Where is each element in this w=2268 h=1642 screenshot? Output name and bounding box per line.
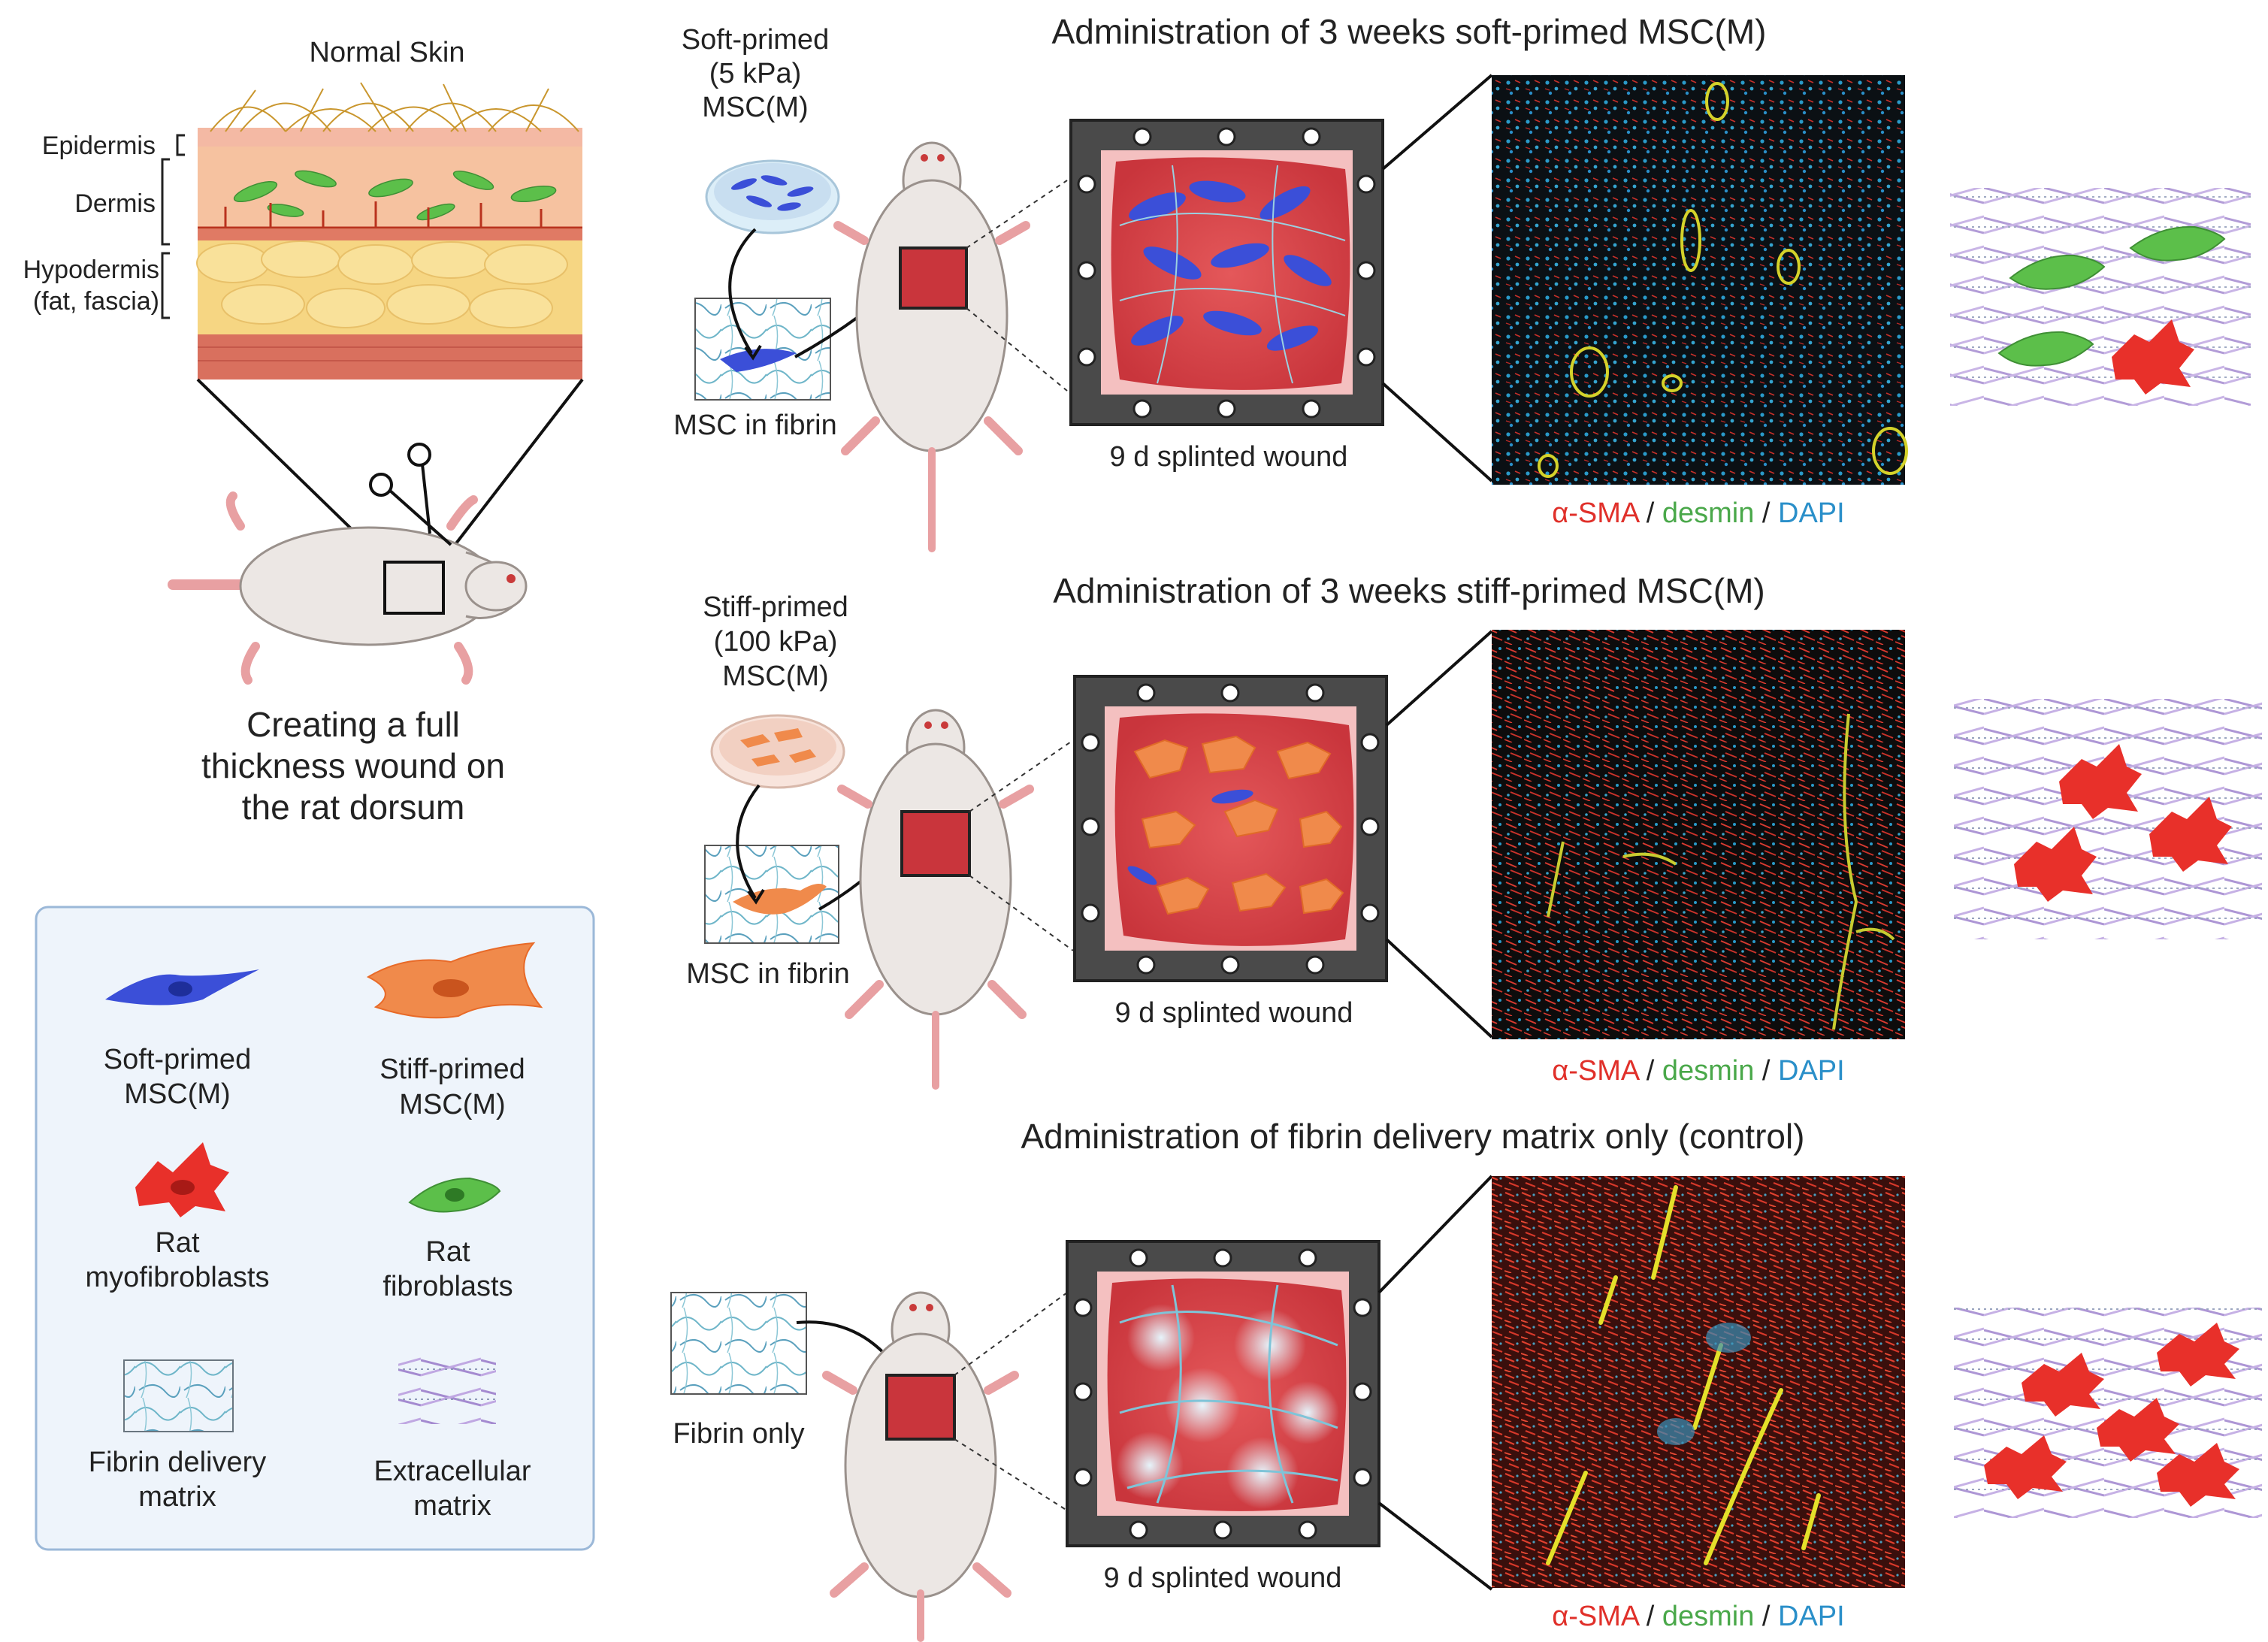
row1-rat-icon: [833, 141, 1030, 552]
row1-wound-label: 9 d splinted wound: [1110, 441, 1348, 473]
legend-ecm-line-1: Extracellular: [373, 1456, 531, 1487]
row1-dish-label-line-3: MSC(M): [702, 92, 808, 123]
row3-fibrin-block: [670, 1292, 807, 1395]
row2-stain-desmin: desmin: [1662, 1055, 1755, 1087]
row2-splinted-wound: [1073, 675, 1388, 982]
row2-dish-label-line-3: MSC(M): [722, 661, 828, 692]
row1-zoom-dashes: [966, 180, 1068, 392]
row3-stain-sep-1: /: [1638, 1601, 1662, 1632]
row1-title: Administration of 3 weeks soft-primed MS…: [1052, 12, 1767, 51]
row2-petri-dish-icon: [710, 714, 845, 789]
scissors-icon: [369, 443, 452, 546]
legend-fibroblast-icon: [408, 1177, 501, 1213]
dermis-label: Dermis: [74, 189, 156, 218]
legend-myofibroblast-line-1: Rat: [155, 1227, 200, 1259]
skin-cross-section: [196, 82, 582, 380]
wound-caption-line-1: Creating a full: [246, 705, 460, 744]
row2-stain-dapi: DAPI: [1778, 1055, 1845, 1087]
row1-splinted-wound: [1069, 119, 1384, 426]
legend-ecm-icon: [398, 1356, 496, 1424]
row2-micrograph: [1492, 630, 1905, 1039]
legend-soft-msc-line-1: Soft-primed: [104, 1044, 251, 1075]
row3-splinted-wound: [1066, 1240, 1380, 1547]
row1-stain-legend: α-SMA / desmin / DAPI: [1552, 497, 1844, 529]
legend-fibrin-line-1: Fibrin delivery: [89, 1447, 267, 1478]
legend-fibroblast-line-1: Rat: [425, 1236, 470, 1268]
row2-msc-in-fibrin-icon: [733, 884, 827, 915]
row3-micrograph: [1492, 1176, 1905, 1588]
legend-myofibroblast-line-2: myofibroblasts: [86, 1262, 270, 1293]
row3-zoom-dashes: [954, 1292, 1068, 1511]
epidermis-label: Epidermis: [42, 132, 156, 160]
row2-dish-label-line-2: (100 kPa): [714, 626, 838, 658]
row2-stain-sep-1: /: [1638, 1055, 1662, 1087]
skin-layer-brackets: [161, 134, 185, 319]
row1-ecm-schematic: [1950, 188, 2251, 406]
row1-micrograph: [1492, 75, 1908, 485]
row3-zoom-lines: [1377, 1175, 1493, 1591]
row3-rat-icon: [822, 1291, 1019, 1642]
legend-stiff-msc-line-2: MSC(M): [399, 1089, 505, 1120]
row2-ecm-schematic: [1954, 699, 2262, 939]
row3-title: Administration of fibrin delivery matrix…: [1021, 1117, 1804, 1156]
row3-stain-legend: α-SMA / desmin / DAPI: [1552, 1601, 1844, 1632]
row2-dish-label-line-1: Stiff-primed: [703, 591, 848, 623]
row2-zoom-dashes: [969, 739, 1074, 951]
row3-fibrin-label: Fibrin only: [673, 1418, 804, 1450]
row1-stain-alpha-sma: α-SMA: [1552, 497, 1641, 529]
row1-fibrin-label: MSC in fibrin: [673, 410, 837, 441]
row1-stain-sep-2: /: [1754, 497, 1778, 529]
hypodermis-label: Hypodermis: [23, 256, 159, 284]
row2-wound-label: 9 d splinted wound: [1115, 997, 1353, 1029]
row3-wound-label: 9 d splinted wound: [1104, 1562, 1342, 1594]
row2-rat-icon: [837, 709, 1034, 1090]
legend-fibrin-icon: [123, 1359, 234, 1432]
row2-title: Administration of 3 weeks stiff-primed M…: [1053, 571, 1765, 610]
row2-zoom-lines: [1385, 630, 1493, 1039]
row2-stain-alpha-sma: α-SMA: [1552, 1055, 1641, 1087]
row3-stain-dapi: DAPI: [1778, 1601, 1845, 1632]
legend-stiff-msc-icon: [366, 942, 543, 1019]
row1-stain-sep-1: /: [1638, 497, 1662, 529]
wound-caption-line-2: thickness wound on: [201, 746, 505, 785]
row1-arrow-dish-to-fibrin: [728, 228, 757, 355]
legend-stiff-msc-line-1: Stiff-primed: [380, 1054, 525, 1085]
hypodermis-sublabel: (fat, fascia): [33, 287, 159, 316]
legend-fibrin-line-2: matrix: [138, 1481, 216, 1513]
row2-stain-legend: α-SMA / desmin / DAPI: [1552, 1055, 1844, 1087]
row3-ecm-schematic: [1954, 1308, 2262, 1518]
row2-arrow-dish-to-fibrin: [736, 784, 761, 900]
legend-soft-msc-line-2: MSC(M): [124, 1078, 230, 1110]
row1-msc-in-fibrin-icon: [720, 349, 797, 372]
legend-myofibroblast-icon: [135, 1142, 229, 1217]
legend-ecm-line-2: matrix: [413, 1490, 491, 1522]
wound-caption-line-3: the rat dorsum: [242, 788, 465, 827]
rat-horizontal-icon: [168, 491, 528, 685]
row3-stain-sep-2: /: [1754, 1601, 1778, 1632]
row3-stain-alpha-sma: α-SMA: [1552, 1601, 1641, 1632]
row1-dish-label-line-2: (5 kPa): [709, 58, 801, 89]
row1-dish-label-line-1: Soft-primed: [682, 24, 829, 56]
legend-soft-msc-icon: [105, 969, 259, 1005]
row2-stain-sep-2: /: [1754, 1055, 1778, 1087]
legend-fibroblast-line-2: fibroblasts: [383, 1271, 513, 1302]
row1-stain-dapi: DAPI: [1778, 497, 1845, 529]
skin-title: Normal Skin: [310, 37, 465, 68]
row1-zoom-lines: [1381, 74, 1493, 482]
row1-petri-dish-icon: [705, 159, 840, 234]
row2-fibrin-label: MSC in fibrin: [686, 958, 850, 990]
row3-stain-desmin: desmin: [1662, 1601, 1755, 1632]
row1-stain-desmin: desmin: [1662, 497, 1755, 529]
